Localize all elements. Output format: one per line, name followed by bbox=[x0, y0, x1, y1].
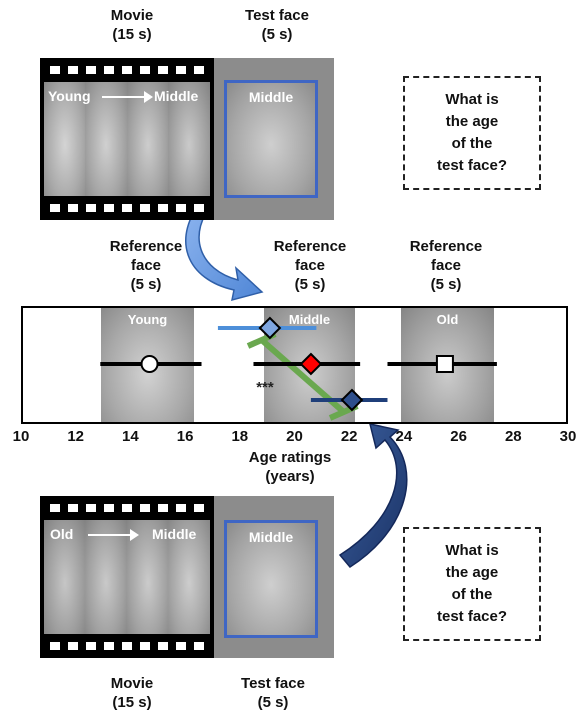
ref-old-line-2: face bbox=[430, 257, 462, 274]
data-point-4 bbox=[435, 355, 454, 373]
ref-middle-line-1: Reference bbox=[273, 238, 347, 255]
bottom-film-faces: Old Middle bbox=[44, 520, 210, 634]
top-movie-label: Movie (15 s) bbox=[82, 6, 182, 44]
bottom-question-line-3: of the bbox=[451, 586, 493, 603]
bottom-movie-duration: (15 s) bbox=[112, 694, 152, 711]
top-question-line-2: the age bbox=[445, 113, 499, 130]
bottom-curved-arrow bbox=[338, 423, 408, 568]
x-tick-14: 14 bbox=[122, 428, 139, 445]
ref-old-line-1: Reference bbox=[409, 238, 483, 255]
ref-young-line-1: Reference bbox=[109, 238, 183, 255]
bottom-film-holes bbox=[40, 501, 214, 515]
top-test-face-frame: Middle bbox=[224, 80, 318, 198]
top-test-face-panel: Middle bbox=[214, 58, 334, 220]
reference-face-young-text: Young bbox=[127, 312, 168, 327]
reference-label-old: Reference face (5 s) bbox=[388, 237, 504, 294]
bottom-film-holes-bottom bbox=[40, 639, 214, 653]
data-point-1 bbox=[258, 316, 282, 340]
data-point-2 bbox=[299, 352, 323, 376]
x-axis-label-line-1: Age ratings bbox=[248, 449, 332, 466]
bottom-test-duration: (5 s) bbox=[257, 694, 289, 711]
top-question-line-4: test face? bbox=[436, 157, 508, 174]
reference-label-middle: Reference face (5 s) bbox=[252, 237, 368, 294]
x-tick-16: 16 bbox=[176, 428, 194, 445]
bottom-movie-filmstrip: Old Middle bbox=[40, 496, 214, 658]
top-test-duration: (5 s) bbox=[261, 26, 293, 43]
bottom-question-line-4: test face? bbox=[436, 608, 508, 625]
bottom-movie-title: Movie bbox=[110, 675, 154, 692]
ref-young-line-2: face bbox=[130, 257, 162, 274]
top-movie-title: Movie bbox=[110, 7, 154, 24]
x-tick-20: 20 bbox=[286, 428, 303, 445]
bottom-movie-label: Movie (15 s) bbox=[82, 674, 182, 712]
top-film-faces: Young Middle bbox=[44, 82, 210, 196]
top-film-arrow bbox=[102, 96, 146, 98]
top-movie-duration: (15 s) bbox=[112, 26, 152, 43]
bottom-question-line-2: the age bbox=[445, 564, 499, 581]
top-curved-arrow bbox=[185, 195, 264, 302]
x-tick-18: 18 bbox=[231, 428, 249, 445]
x-tick-30: 30 bbox=[559, 428, 577, 445]
ref-middle-line-3: (5 s) bbox=[294, 276, 326, 293]
x-tick-26: 26 bbox=[450, 428, 467, 445]
top-movie-filmstrip: Young Middle bbox=[40, 58, 214, 220]
top-test-label: Test face (5 s) bbox=[222, 6, 332, 44]
top-question-line-3: of the bbox=[451, 135, 493, 152]
bottom-film-arrow bbox=[88, 534, 132, 536]
bottom-test-face-panel: Middle bbox=[214, 496, 334, 658]
top-film-text-left: Young bbox=[48, 88, 91, 104]
bottom-test-title: Test face bbox=[241, 675, 305, 692]
bottom-test-face-text: Middle bbox=[248, 529, 294, 545]
bottom-question-box: What is the age of the test face? bbox=[403, 527, 541, 641]
x-tick-24: 24 bbox=[395, 428, 413, 445]
x-tick-10: 10 bbox=[12, 428, 30, 445]
bottom-film-arrowhead bbox=[130, 529, 139, 541]
reference-face-middle-text: Middle bbox=[288, 312, 331, 327]
significance-stars: *** bbox=[256, 379, 274, 396]
ref-middle-line-2: face bbox=[294, 257, 326, 274]
top-test-title: Test face bbox=[245, 7, 309, 24]
data-point-3 bbox=[340, 388, 364, 412]
top-film-arrowhead bbox=[144, 91, 153, 103]
top-film-text-right: Middle bbox=[154, 88, 199, 104]
bottom-test-face-frame: Middle bbox=[224, 520, 318, 638]
reference-face-old-text: Old bbox=[436, 312, 459, 327]
top-film-holes bbox=[40, 63, 214, 77]
age-rating-chart-box bbox=[21, 306, 568, 424]
ref-young-line-3: (5 s) bbox=[130, 276, 162, 293]
x-axis-label: Age ratings (years) bbox=[220, 448, 360, 486]
x-tick-28: 28 bbox=[504, 428, 522, 445]
bottom-film-text-left: Old bbox=[50, 526, 74, 542]
top-question-box: What is the age of the test face? bbox=[403, 76, 541, 190]
top-test-face-text: Middle bbox=[248, 89, 294, 105]
reference-label-young: Reference face (5 s) bbox=[88, 237, 204, 294]
bottom-film-text-right: Middle bbox=[152, 526, 197, 542]
top-question-line-1: What is bbox=[445, 91, 499, 108]
top-film-holes-bottom bbox=[40, 201, 214, 215]
x-tick-22: 22 bbox=[340, 428, 358, 445]
bottom-test-label: Test face (5 s) bbox=[218, 674, 328, 712]
data-point-0 bbox=[140, 355, 159, 373]
x-tick-12: 12 bbox=[67, 428, 85, 445]
bottom-question-line-1: What is bbox=[445, 542, 499, 559]
x-axis-label-line-2: (years) bbox=[265, 468, 315, 485]
ref-old-line-3: (5 s) bbox=[430, 276, 462, 293]
